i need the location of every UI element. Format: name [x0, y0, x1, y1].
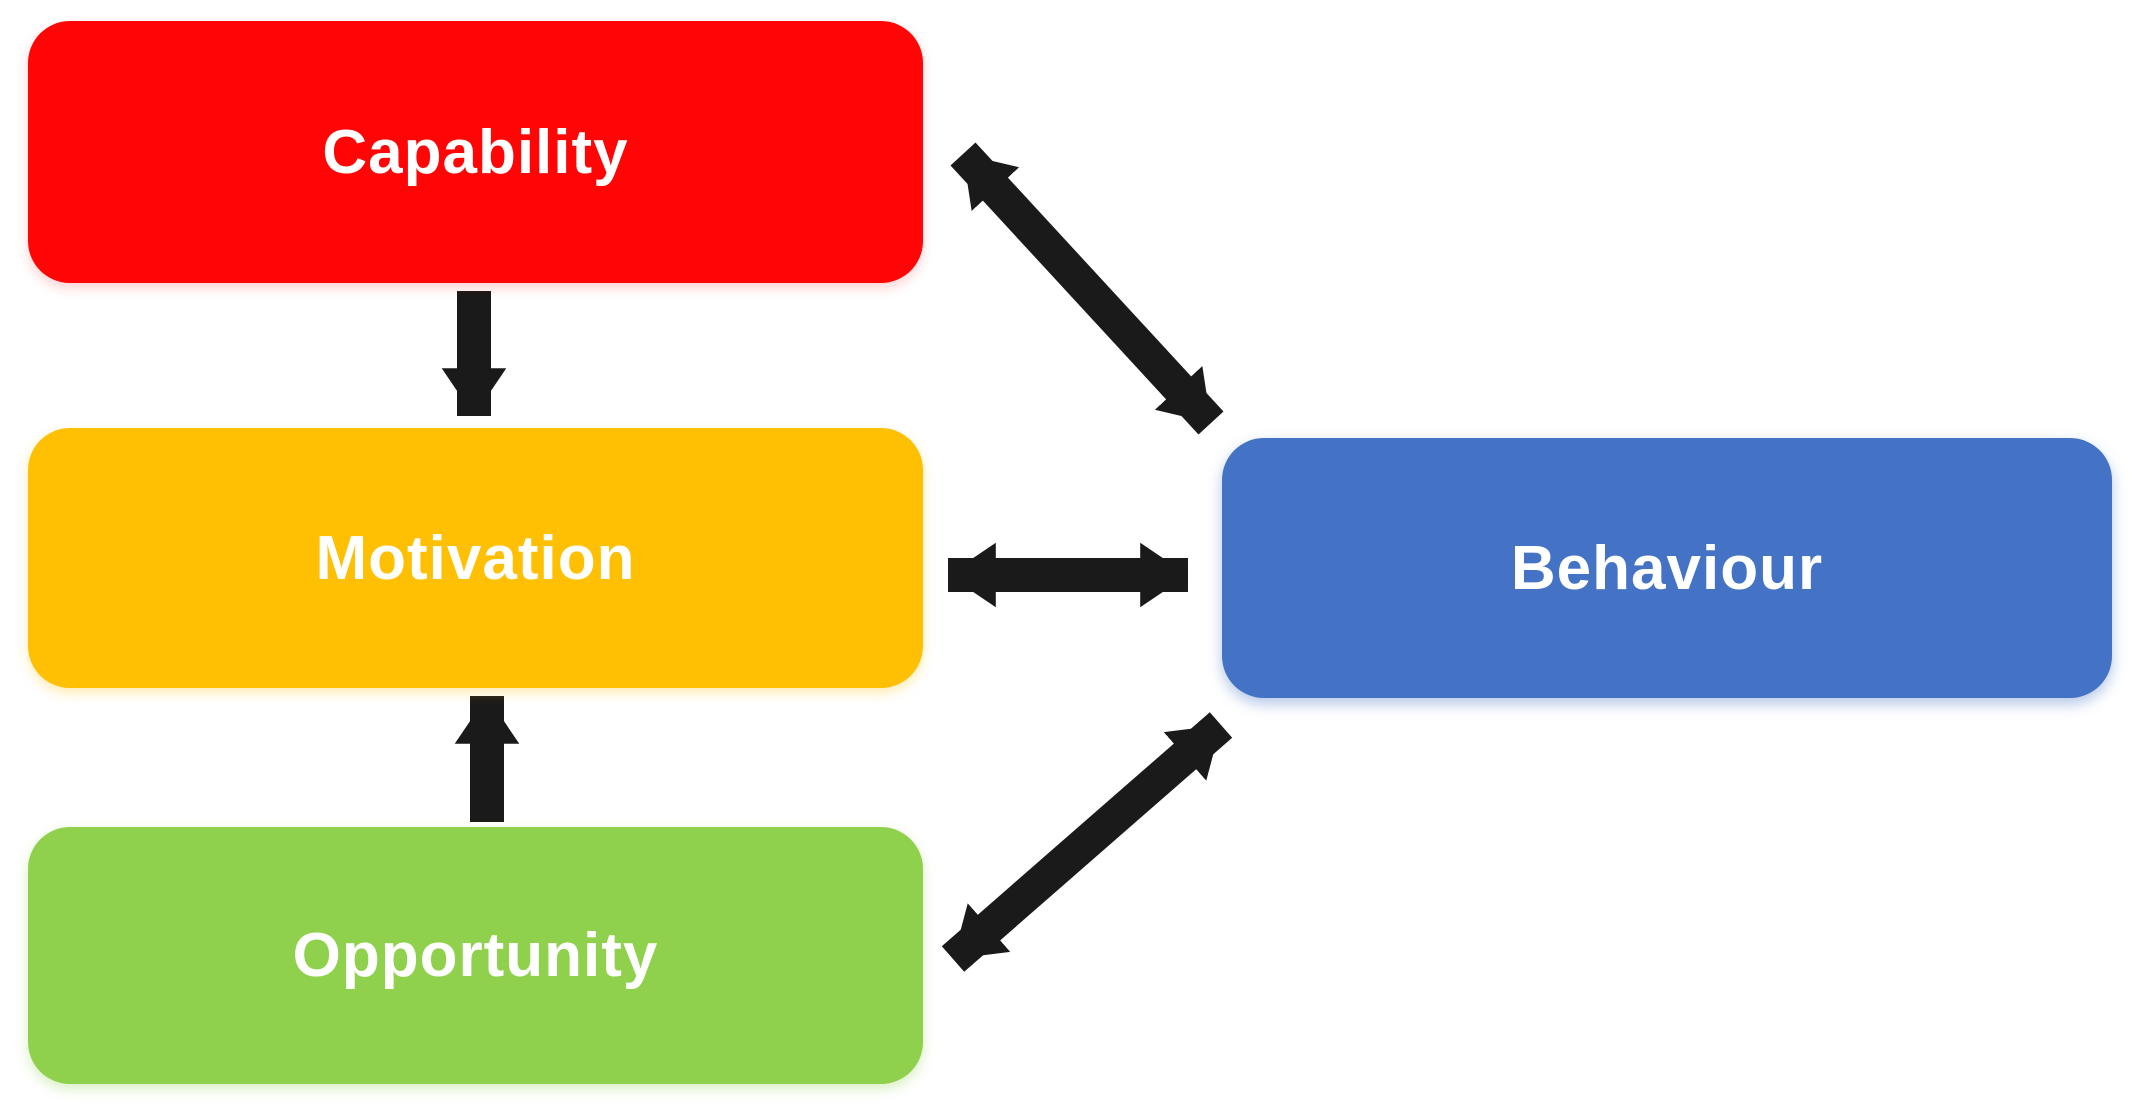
- node-capability: Capability: [28, 21, 923, 283]
- node-behaviour: Behaviour: [1222, 438, 2112, 698]
- node-capability-label: Capability: [322, 117, 629, 187]
- node-opportunity-label: Opportunity: [292, 921, 659, 990]
- node-opportunity: Opportunity: [28, 827, 923, 1084]
- node-behaviour-label: Behaviour: [1510, 533, 1824, 603]
- arrow-capability-behaviour-twoway: [950, 142, 1224, 435]
- node-motivation: Motivation: [28, 428, 923, 688]
- node-motivation-label: Motivation: [315, 523, 636, 593]
- arrow-opportunity-behaviour-twoway: [941, 712, 1233, 972]
